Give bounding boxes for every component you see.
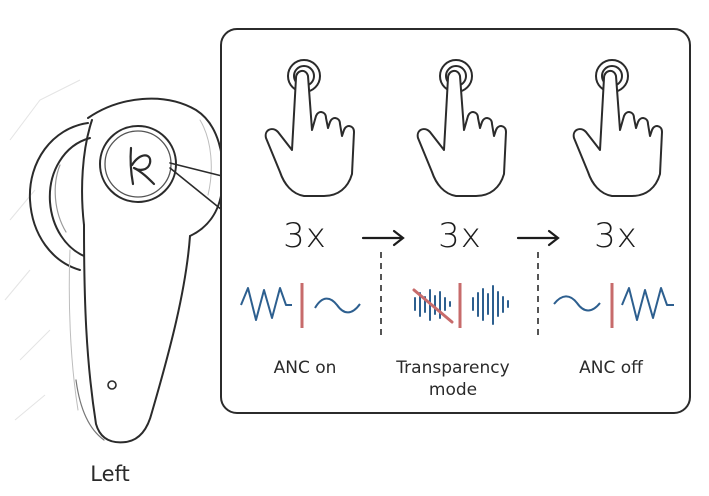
ambient-waveform-icon bbox=[553, 295, 601, 312]
earbud-side-label: Left bbox=[90, 462, 130, 486]
hand-tap-icon bbox=[416, 59, 507, 197]
hand-tap-icon bbox=[264, 59, 355, 197]
mode-label-anc-off: ANC off bbox=[579, 358, 643, 378]
earbud-illustration bbox=[28, 97, 224, 444]
tap-count-label: 3x bbox=[283, 216, 327, 256]
noise-waveform-icon bbox=[240, 287, 292, 321]
strike-icon bbox=[412, 288, 454, 324]
mode-label-transparency: Transparency mode bbox=[396, 358, 510, 400]
ambient-waveform-icon bbox=[472, 285, 509, 325]
mode-label-anc-on: ANC on bbox=[273, 358, 337, 378]
arrow-right-icon bbox=[361, 229, 405, 247]
sketch-background bbox=[4, 79, 81, 421]
noise-waveform-icon bbox=[621, 287, 674, 321]
tap-count-label: 3x bbox=[438, 216, 482, 256]
arrow-right-icon bbox=[516, 229, 560, 247]
tap-count-label: 3x bbox=[594, 216, 638, 256]
hand-tap-icon bbox=[572, 59, 663, 197]
ambient-waveform-icon bbox=[314, 297, 361, 314]
